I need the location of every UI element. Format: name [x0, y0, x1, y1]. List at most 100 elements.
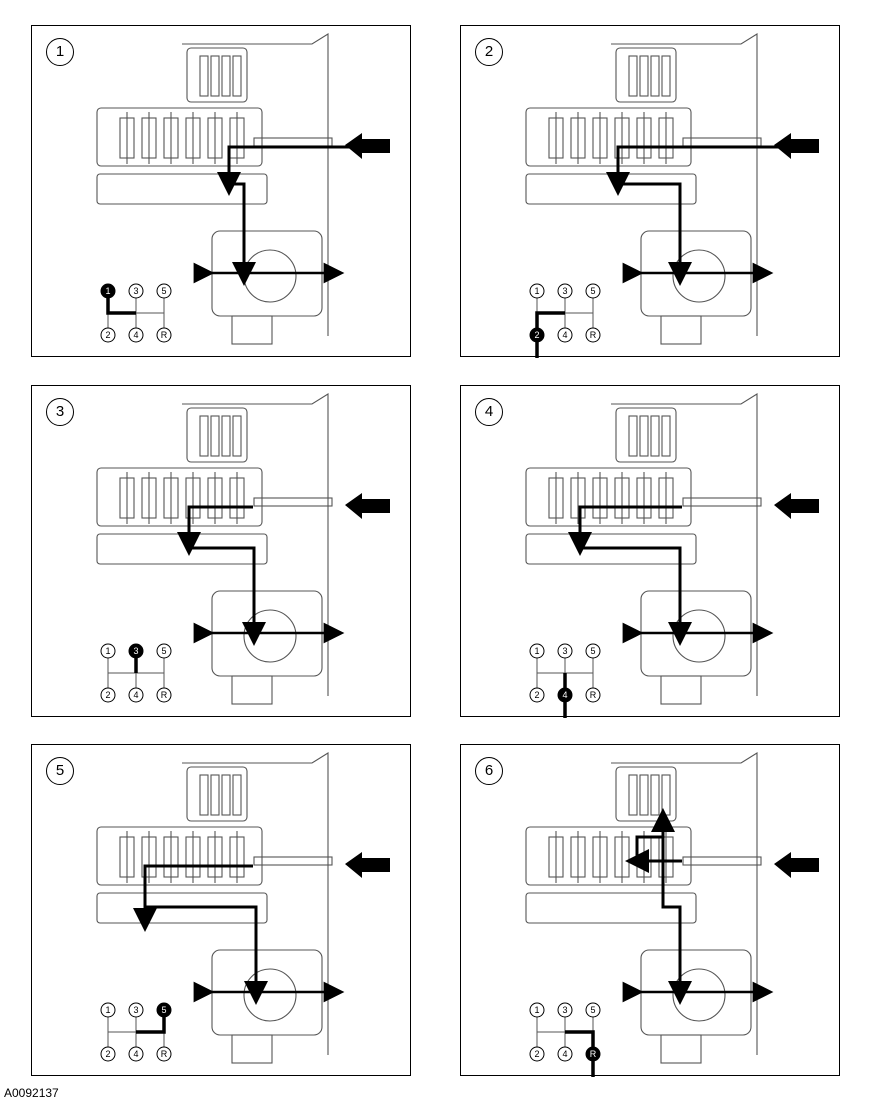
upper-gear: [628, 415, 638, 457]
upper-gear: [210, 415, 220, 457]
upper-gear: [232, 415, 242, 457]
power-flow: [625, 808, 692, 1005]
gear-position-2: [529, 1046, 545, 1062]
upper-gear: [221, 415, 231, 457]
gear-label-2: 2: [105, 330, 110, 340]
gear-label-2: 2: [534, 690, 539, 700]
upper-gear: [628, 55, 638, 97]
gear-label-3: 3: [562, 1005, 567, 1015]
gear-position-4: [128, 1046, 144, 1062]
gear-label-4: 4: [133, 330, 138, 340]
gear-label-3: 3: [133, 646, 138, 656]
upper-gear: [650, 55, 660, 97]
gear-label-3: 3: [133, 1005, 138, 1015]
gear-label-1: 1: [105, 646, 110, 656]
panel-number-badge: 4: [475, 398, 503, 426]
upper-gear: [628, 774, 638, 816]
power-flow-input: [177, 505, 253, 556]
gear-position-2: [529, 327, 545, 343]
reverse-idler-loop: [635, 808, 675, 861]
transmission-housing: [96, 393, 333, 705]
gear-position-3: [557, 1002, 573, 1018]
gear-label-5: 5: [590, 1005, 595, 1015]
power-flow: [568, 505, 692, 646]
gear-label-2: 2: [534, 1049, 539, 1059]
gear-label-1: 1: [534, 646, 539, 656]
transmission-housing: [525, 393, 762, 705]
gear-position-r: [585, 1046, 601, 1062]
transmission-housing: [525, 752, 762, 1064]
panel-number-badge: 6: [475, 757, 503, 785]
gear-position-r: [156, 1046, 172, 1062]
gear-label-r: R: [161, 690, 168, 700]
input-arrow: [345, 133, 390, 159]
case-outline: [611, 752, 758, 1055]
gear-position-3: [128, 1002, 144, 1018]
transmission-diagram: 1 3 5 2 4 R: [96, 393, 390, 705]
input-arrow: [345, 852, 390, 878]
gear-label-3: 3: [562, 286, 567, 296]
gear-label-4: 4: [562, 330, 567, 340]
upper-gear-housing: [615, 407, 677, 463]
power-flow: [133, 864, 268, 1005]
gear-label-4: 4: [133, 1049, 138, 1059]
gear-position-2: [529, 687, 545, 703]
upper-gear: [199, 55, 209, 97]
gear-position-5: [585, 283, 601, 299]
panel-number-badge: 2: [475, 38, 503, 66]
gear-label-r: R: [590, 1049, 597, 1059]
gear-position-3: [128, 643, 144, 659]
main-gear-housing: [96, 467, 263, 527]
upper-gear-housing: [615, 47, 677, 103]
upper-gear: [661, 774, 671, 816]
panel-number-badge: 1: [46, 38, 74, 66]
gear-label-r: R: [161, 1049, 168, 1059]
shift-pattern: 1 3 5 2 4 R: [100, 643, 172, 703]
upper-gear: [221, 774, 231, 816]
input-shaft: [682, 856, 762, 866]
lower-shaft-housing: [96, 892, 268, 924]
case-outline: [611, 33, 758, 336]
upper-gear: [221, 55, 231, 97]
upper-gear: [639, 774, 649, 816]
gear-label-5: 5: [161, 646, 166, 656]
upper-gear: [661, 415, 671, 457]
upper-gear-housing: [186, 407, 248, 463]
gear-label-2: 2: [534, 330, 539, 340]
gear-label-3: 3: [562, 646, 567, 656]
gear-position-r: [585, 327, 601, 343]
case-outline: [611, 393, 758, 696]
lower-mount: [231, 1034, 273, 1064]
gear-label-5: 5: [161, 286, 166, 296]
panel-number-badge: 3: [46, 398, 74, 426]
shift-highlight-path: [136, 1017, 166, 1034]
main-gear-housing: [525, 826, 692, 886]
gear-label-2: 2: [105, 690, 110, 700]
power-flow-input: [568, 505, 682, 556]
upper-gear-housing: [186, 47, 248, 103]
shift-highlight-path: [535, 311, 565, 358]
power-flow: [217, 145, 350, 286]
gear-position-4: [557, 327, 573, 343]
input-arrow: [345, 493, 390, 519]
upper-gear-housing: [186, 766, 248, 822]
gear-label-5: 5: [590, 646, 595, 656]
gear-position-1: [529, 283, 545, 299]
transmission-housing: [96, 33, 333, 345]
gear-label-4: 4: [133, 690, 138, 700]
shift-highlight: [535, 311, 565, 358]
input-shaft: [253, 497, 333, 507]
transmission-housing: [525, 33, 762, 345]
power-flow: [177, 505, 266, 646]
differential-ring: [243, 609, 297, 663]
figure-id: A0092137: [4, 1086, 59, 1100]
gear-position-2: [100, 687, 116, 703]
